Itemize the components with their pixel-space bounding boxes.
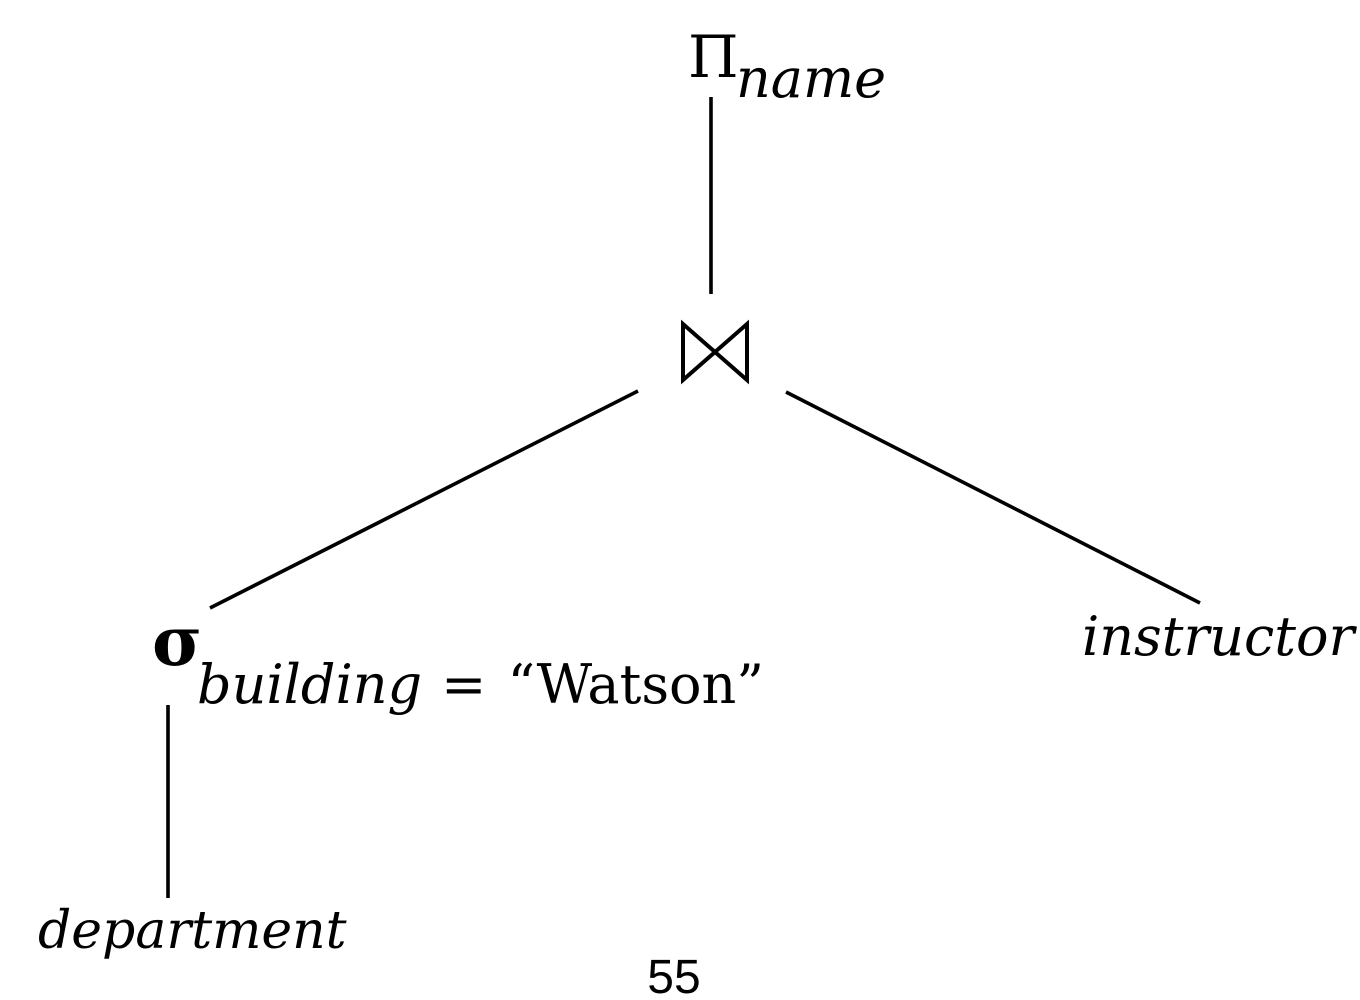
page-number: 55 xyxy=(647,951,700,1000)
selection-condition-attribute: building xyxy=(197,653,422,716)
selection-condition-value: “Watson” xyxy=(508,653,764,716)
projection-operator-symbol: Π xyxy=(688,23,739,91)
natural-join-icon xyxy=(681,319,749,385)
selection-condition-comparator: = xyxy=(441,653,486,716)
relation-label-department: department xyxy=(38,901,347,961)
edge-join-to-instructor xyxy=(785,390,1201,605)
selection-operator-symbol: σ xyxy=(152,602,202,682)
edge-join-to-selection xyxy=(209,389,639,610)
relation-label-instructor: instructor xyxy=(1082,605,1358,668)
selection-condition: building = “Watson” xyxy=(197,653,764,716)
projection-subscript: name xyxy=(736,47,886,110)
